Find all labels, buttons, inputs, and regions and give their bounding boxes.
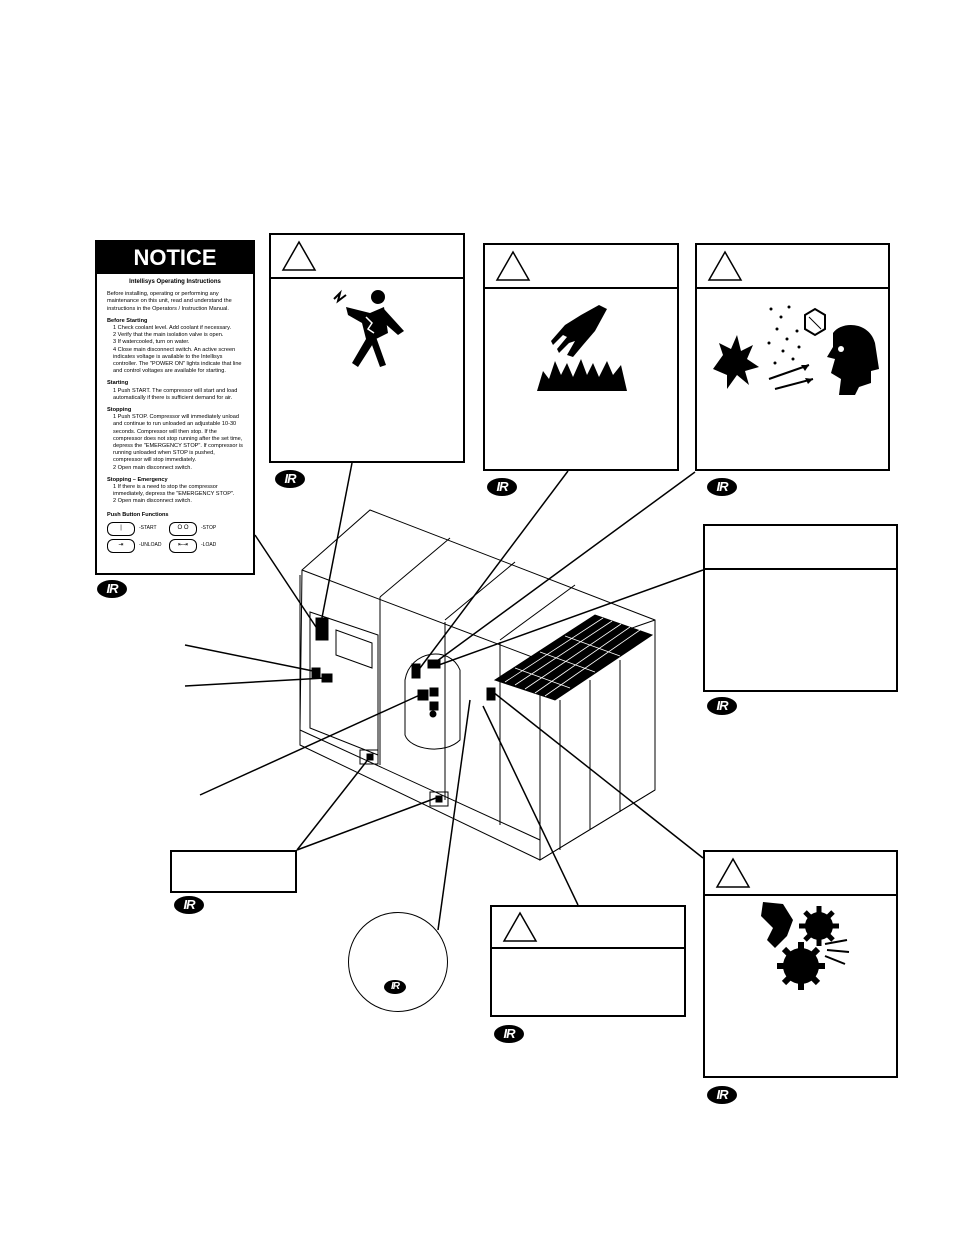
ir-logo: IR [707, 478, 737, 496]
notice-item: 3 If watercooled, turn on water. [113, 339, 190, 346]
push-button-title: Push Button Functions [107, 511, 169, 518]
hot-surface-icon [537, 305, 627, 391]
circular-decal [348, 912, 448, 1012]
start-button-symbol: | [107, 521, 135, 536]
notice-item: 2 Open main disconnect switch. [113, 464, 192, 471]
notice-section-title: Stopping [107, 407, 132, 414]
hot-surface-decal [483, 243, 679, 471]
push-button-row: ⇥ -UNLOAD ⇤⇥ -LOAD [107, 538, 243, 553]
load-button-symbol: ⇤⇥ [169, 538, 197, 553]
warning-triangle-icon [707, 250, 743, 281]
decal-header [705, 526, 896, 570]
decal-header [492, 907, 684, 949]
electric-shock-decal [269, 233, 465, 463]
load-button-label: -LOAD [201, 542, 217, 549]
ir-logo: IR [487, 478, 517, 496]
notice-item: 1 If there is a need to stop the compres… [113, 484, 235, 498]
ir-logo: IR [97, 580, 127, 598]
ir-logo: IR [275, 470, 305, 488]
bottom-warning-decal [490, 905, 686, 1017]
notice-decal: NOTICE Intellisys Operating Instructions… [95, 240, 255, 575]
warning-triangle-icon [495, 250, 531, 281]
flying-debris-decal [695, 243, 890, 471]
stop-button-symbol: O O [169, 521, 197, 536]
rotating-parts-decal [703, 850, 898, 1078]
ir-logo: IR [494, 1025, 524, 1043]
notice-item: 1 Push START. The compressor will start … [113, 387, 238, 401]
push-button-row: | -START O O -STOP [107, 521, 243, 536]
start-button-label: -START [139, 525, 157, 532]
decal-header [705, 852, 896, 896]
notice-item: 4 Close main disconnect switch. An activ… [113, 346, 242, 375]
stop-button-label: -STOP [201, 525, 217, 532]
unload-button-label: -UNLOAD [139, 542, 162, 549]
ir-logo: IR [707, 1086, 737, 1104]
warning-triangle-icon [715, 857, 751, 888]
notice-intro: Before installing, operating or performi… [107, 291, 232, 312]
notice-section-title: Before Starting [107, 317, 148, 324]
notice-item: 1 Check coolant level. Add coolant if ne… [113, 325, 232, 332]
decal-header [485, 245, 677, 289]
ir-logo: IR [174, 896, 204, 914]
notice-item: 2 Verify that the main isolation valve i… [113, 332, 224, 339]
notice-item: 1 Push STOP. Compressor will immediately… [113, 414, 243, 464]
unload-button-symbol: ⇥ [107, 538, 135, 553]
notice-heading: NOTICE [97, 242, 253, 274]
flying-debris-icon [713, 305, 879, 395]
small-decal [170, 850, 297, 893]
notice-item: 2 Open main disconnect switch. [113, 498, 192, 505]
ir-logo: IR [707, 697, 737, 715]
notice-subtitle: Intellisys Operating Instructions [129, 279, 221, 285]
notice-section-title: Stopping – Emergency [107, 476, 168, 483]
ir-logo: IR [384, 980, 406, 994]
blank-decal [703, 524, 898, 692]
warning-triangle-icon [281, 240, 317, 271]
notice-section-title: Starting [107, 380, 129, 387]
warning-triangle-icon [502, 911, 538, 942]
decal-header [697, 245, 888, 289]
gear-entanglement-icon [761, 902, 850, 990]
electrocution-icon [333, 289, 404, 367]
decal-header [271, 235, 463, 279]
